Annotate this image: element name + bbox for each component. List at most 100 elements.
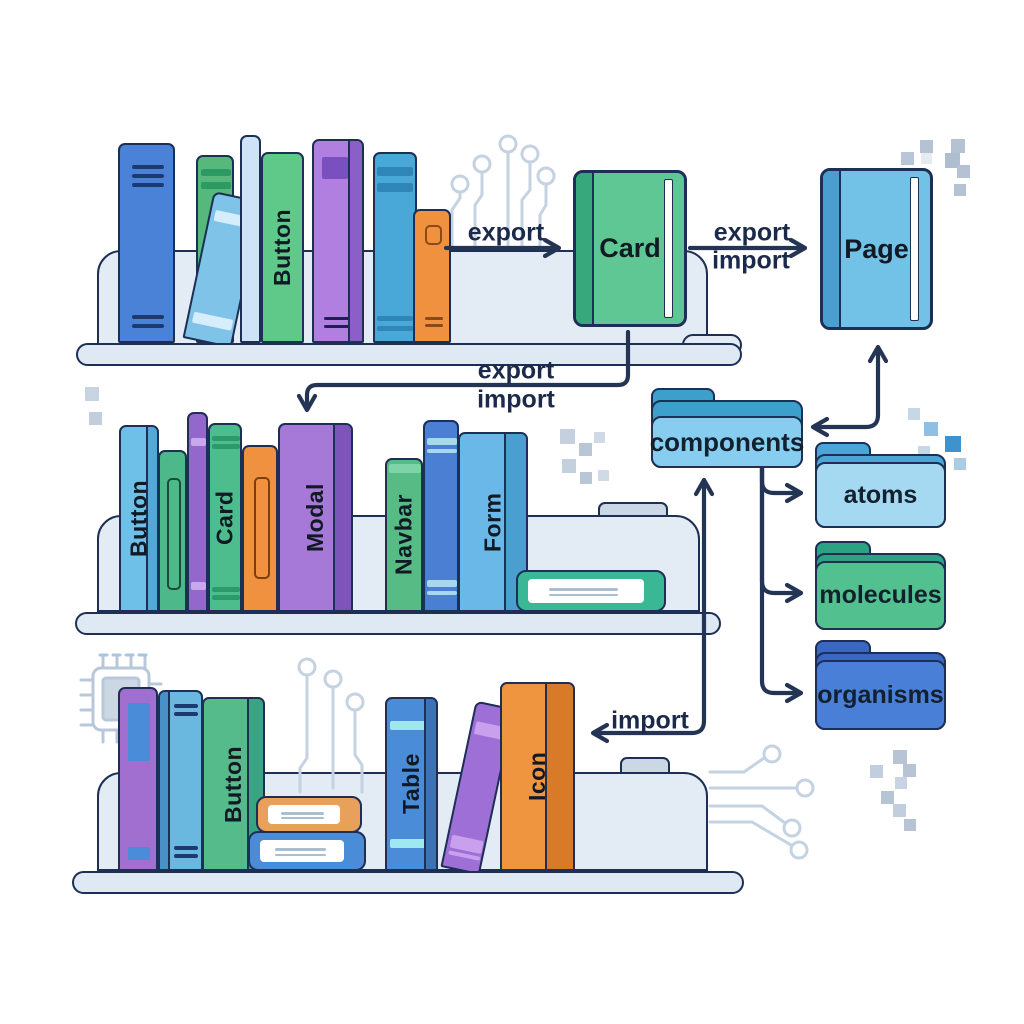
book-icon: Icon [500, 682, 575, 871]
page-line [275, 848, 326, 851]
pixel-square [89, 412, 102, 425]
book-decoration [191, 438, 206, 446]
book-decoration [132, 165, 164, 169]
book-decoration [427, 438, 457, 445]
book-edge [545, 684, 573, 869]
pixel-square [945, 436, 961, 452]
book-decoration [132, 183, 164, 187]
book [413, 209, 451, 343]
book-decoration [377, 316, 413, 321]
book [118, 143, 175, 343]
card-book-spine [576, 173, 594, 324]
book-table: Table [385, 697, 438, 871]
book-decoration [377, 183, 413, 192]
book-decoration [427, 449, 457, 453]
card-book-label: Card [599, 233, 661, 263]
book-edge [504, 434, 526, 610]
pixel-square [903, 764, 916, 777]
book-modal: Modal [278, 423, 353, 612]
book-decoration [174, 712, 198, 716]
label-import-mid: import [477, 385, 555, 414]
lying-book-pages [268, 805, 340, 824]
folder-label: atoms [815, 462, 946, 528]
folder-label: components [650, 416, 804, 468]
book-decoration [201, 169, 231, 176]
book-decoration [174, 854, 198, 858]
arrow-components-import [590, 477, 715, 744]
pixel-square [904, 819, 916, 831]
book-decoration [427, 591, 457, 595]
arrow-components-to-atoms [759, 465, 804, 504]
page-book-spine [823, 171, 841, 327]
page-line [275, 853, 326, 857]
book-edge [160, 692, 170, 869]
label-import-bottom: import [611, 706, 689, 735]
folder-label: organisms [815, 660, 946, 730]
folder-atoms: atoms [815, 442, 946, 528]
arrow-card-to-shelf2 [296, 329, 631, 413]
book-button: Button [261, 152, 304, 343]
book-edge [424, 699, 436, 869]
arrow-components-to-organisms [759, 465, 804, 704]
pixel-square [85, 387, 99, 401]
pixel-square [908, 408, 920, 420]
pixel-square [895, 777, 907, 789]
pixel-square [870, 765, 883, 778]
pixel-square [920, 140, 933, 153]
book-decoration [389, 464, 421, 473]
book-decoration [128, 847, 150, 860]
folder-molecules: molecules [815, 541, 946, 630]
book-edge [333, 425, 351, 610]
label-export-top: export [467, 218, 545, 247]
pixel-square [562, 459, 576, 473]
card-book-pages [664, 179, 673, 318]
book-decoration [212, 444, 240, 449]
pixel-square [924, 422, 938, 436]
book-decoration [174, 846, 198, 850]
book-decoration [174, 704, 198, 708]
pixel-square [893, 750, 907, 764]
book-decoration [167, 478, 181, 590]
book-decoration [212, 595, 240, 600]
pixel-square [881, 791, 894, 804]
folder-organisms: organisms [815, 640, 946, 730]
page-line [280, 816, 325, 820]
pixel-square [580, 472, 592, 484]
pixel-square [921, 153, 932, 164]
book [242, 445, 278, 612]
pixel-square [951, 139, 965, 153]
folder-label: molecules [815, 561, 946, 630]
book-edge [348, 141, 362, 341]
book-decoration [324, 325, 350, 328]
folder-components: components [650, 388, 804, 468]
book-decoration [427, 580, 457, 587]
pixel-square [893, 804, 906, 817]
book [118, 687, 158, 871]
arrow-components-page [810, 344, 889, 438]
book-decoration [191, 582, 206, 590]
label-export-right: export [713, 218, 791, 247]
book-decoration [128, 703, 150, 761]
pixel-square [954, 184, 966, 196]
label-export-mid: export [477, 356, 555, 385]
page-book-pages [910, 177, 919, 321]
book-decoration [132, 315, 164, 319]
pixel-square [957, 165, 970, 178]
book-decoration [132, 174, 164, 178]
book-decoration [425, 225, 442, 245]
shelf3-board [72, 871, 744, 894]
book [312, 139, 364, 343]
page-line [548, 588, 619, 591]
book-card: Card [208, 423, 242, 612]
book-decoration [132, 324, 164, 328]
pixel-square [594, 432, 605, 443]
lying-book [248, 831, 366, 871]
book-decoration [324, 317, 350, 320]
pixel-square [560, 429, 575, 444]
arrow-components-to-molecules [759, 465, 804, 604]
book-decoration [254, 477, 270, 579]
book [158, 690, 203, 871]
label-import-right: import [712, 246, 790, 275]
